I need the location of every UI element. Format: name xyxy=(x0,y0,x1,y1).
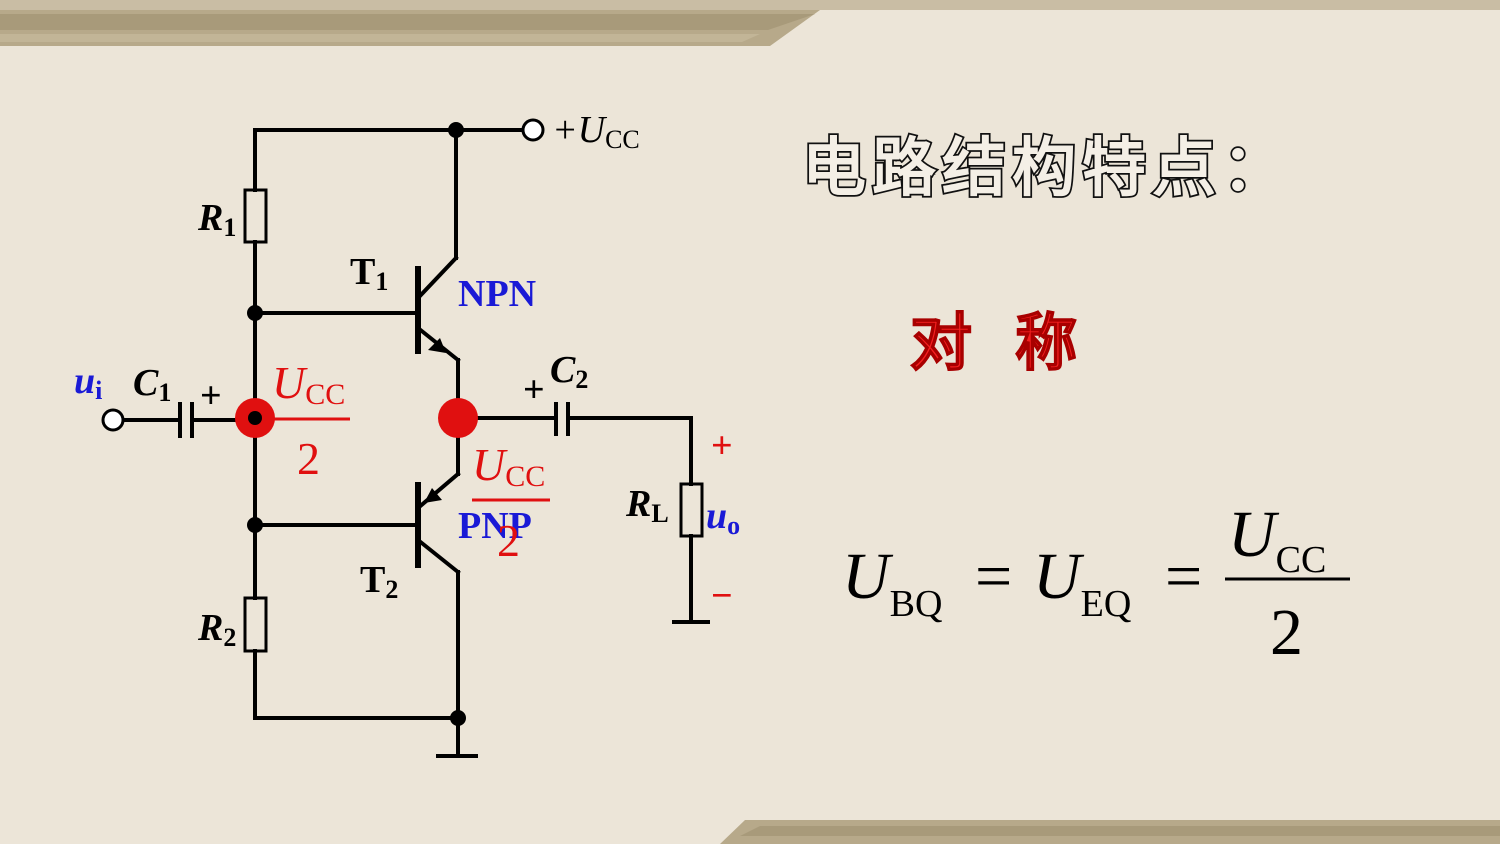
npn-label: NPN xyxy=(458,273,536,315)
slide-heading: 电路结构特点： xyxy=(802,132,1292,206)
r2-resistor xyxy=(243,596,268,653)
formula: UBQ = UEQ = UCC 2 xyxy=(842,498,1350,669)
output-label: uo xyxy=(706,495,740,540)
base-voltage-denominator: 2 xyxy=(297,433,320,484)
pnp-label: PNP xyxy=(458,505,532,547)
t1-emitter-arrow xyxy=(428,338,446,353)
emitter-voltage-denominator: 2 xyxy=(497,515,520,566)
t2-label: T2 xyxy=(360,559,398,604)
emitter-voltage-numerator: UCC xyxy=(472,439,545,493)
junction-dot xyxy=(247,305,263,321)
t1-collector xyxy=(415,255,459,301)
base-voltage-numerator: UCC xyxy=(272,357,345,411)
c2-label: C2 xyxy=(550,349,588,394)
t2-collector xyxy=(415,537,461,575)
c1-polarity: + xyxy=(200,375,222,417)
c1-label: C1 xyxy=(133,362,171,407)
supply-label: +UCC xyxy=(552,109,640,154)
output-minus: − xyxy=(711,575,733,617)
formula-lhs: UBQ xyxy=(842,540,942,625)
rl-label: RL xyxy=(625,483,669,528)
base-voltage-fraction: UCC 2 xyxy=(272,357,350,484)
formula-mid: UEQ xyxy=(1033,540,1131,625)
c2-polarity: + xyxy=(523,369,545,411)
r1-resistor xyxy=(243,188,268,244)
t2-emitter xyxy=(415,471,461,511)
r2-label: R2 xyxy=(197,607,236,652)
formula-equals-1: = xyxy=(975,540,1012,613)
symmetry-label: 对 称 xyxy=(910,306,1077,379)
r1-label: R1 xyxy=(197,197,236,242)
top-band xyxy=(0,0,1500,46)
junction-dot xyxy=(450,710,466,726)
junction-dot xyxy=(247,517,263,533)
supply-terminal xyxy=(521,118,545,142)
circuit-labels: +UCC R1 R2 T1 T2 NPN PNP C1 + C2 + ui RL… xyxy=(74,109,740,652)
formula-equals-2: = xyxy=(1165,540,1202,613)
junction-dot xyxy=(248,411,262,425)
formula-denominator: 2 xyxy=(1270,596,1303,669)
emitter-voltage-fraction: UCC 2 xyxy=(472,439,550,566)
junction-dot xyxy=(448,122,464,138)
bottom-band xyxy=(720,820,1500,844)
input-label: ui xyxy=(74,360,102,405)
t2-emitter-arrow xyxy=(424,488,442,503)
input-terminal xyxy=(101,408,125,432)
formula-numerator: UCC xyxy=(1228,498,1326,581)
circuit-diagram xyxy=(101,118,710,758)
output-plus: + xyxy=(711,425,733,467)
t1-label: T1 xyxy=(350,251,388,296)
rl-resistor xyxy=(679,482,704,538)
emitter-node-highlight xyxy=(438,398,478,438)
